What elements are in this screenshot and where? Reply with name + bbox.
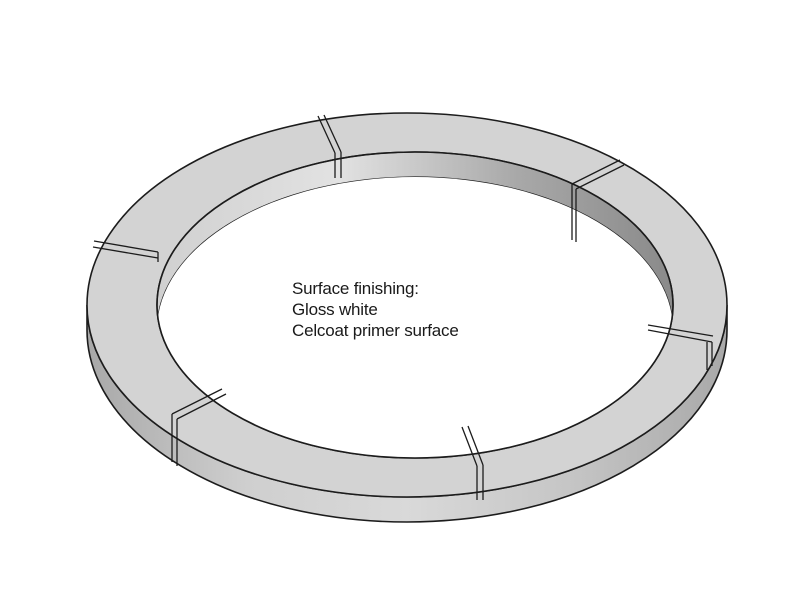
wall-joints (157, 152, 713, 500)
surface-finish-note: Surface finishing: Gloss white Celcoat p… (292, 278, 459, 341)
segment-joints (92, 114, 714, 467)
inner-edge (156, 151, 674, 459)
note-line-primer: Celcoat primer surface (292, 321, 459, 340)
note-heading: Surface finishing: (292, 279, 419, 298)
ring-opening (157, 177, 673, 458)
note-line-finish: Gloss white (292, 300, 378, 319)
